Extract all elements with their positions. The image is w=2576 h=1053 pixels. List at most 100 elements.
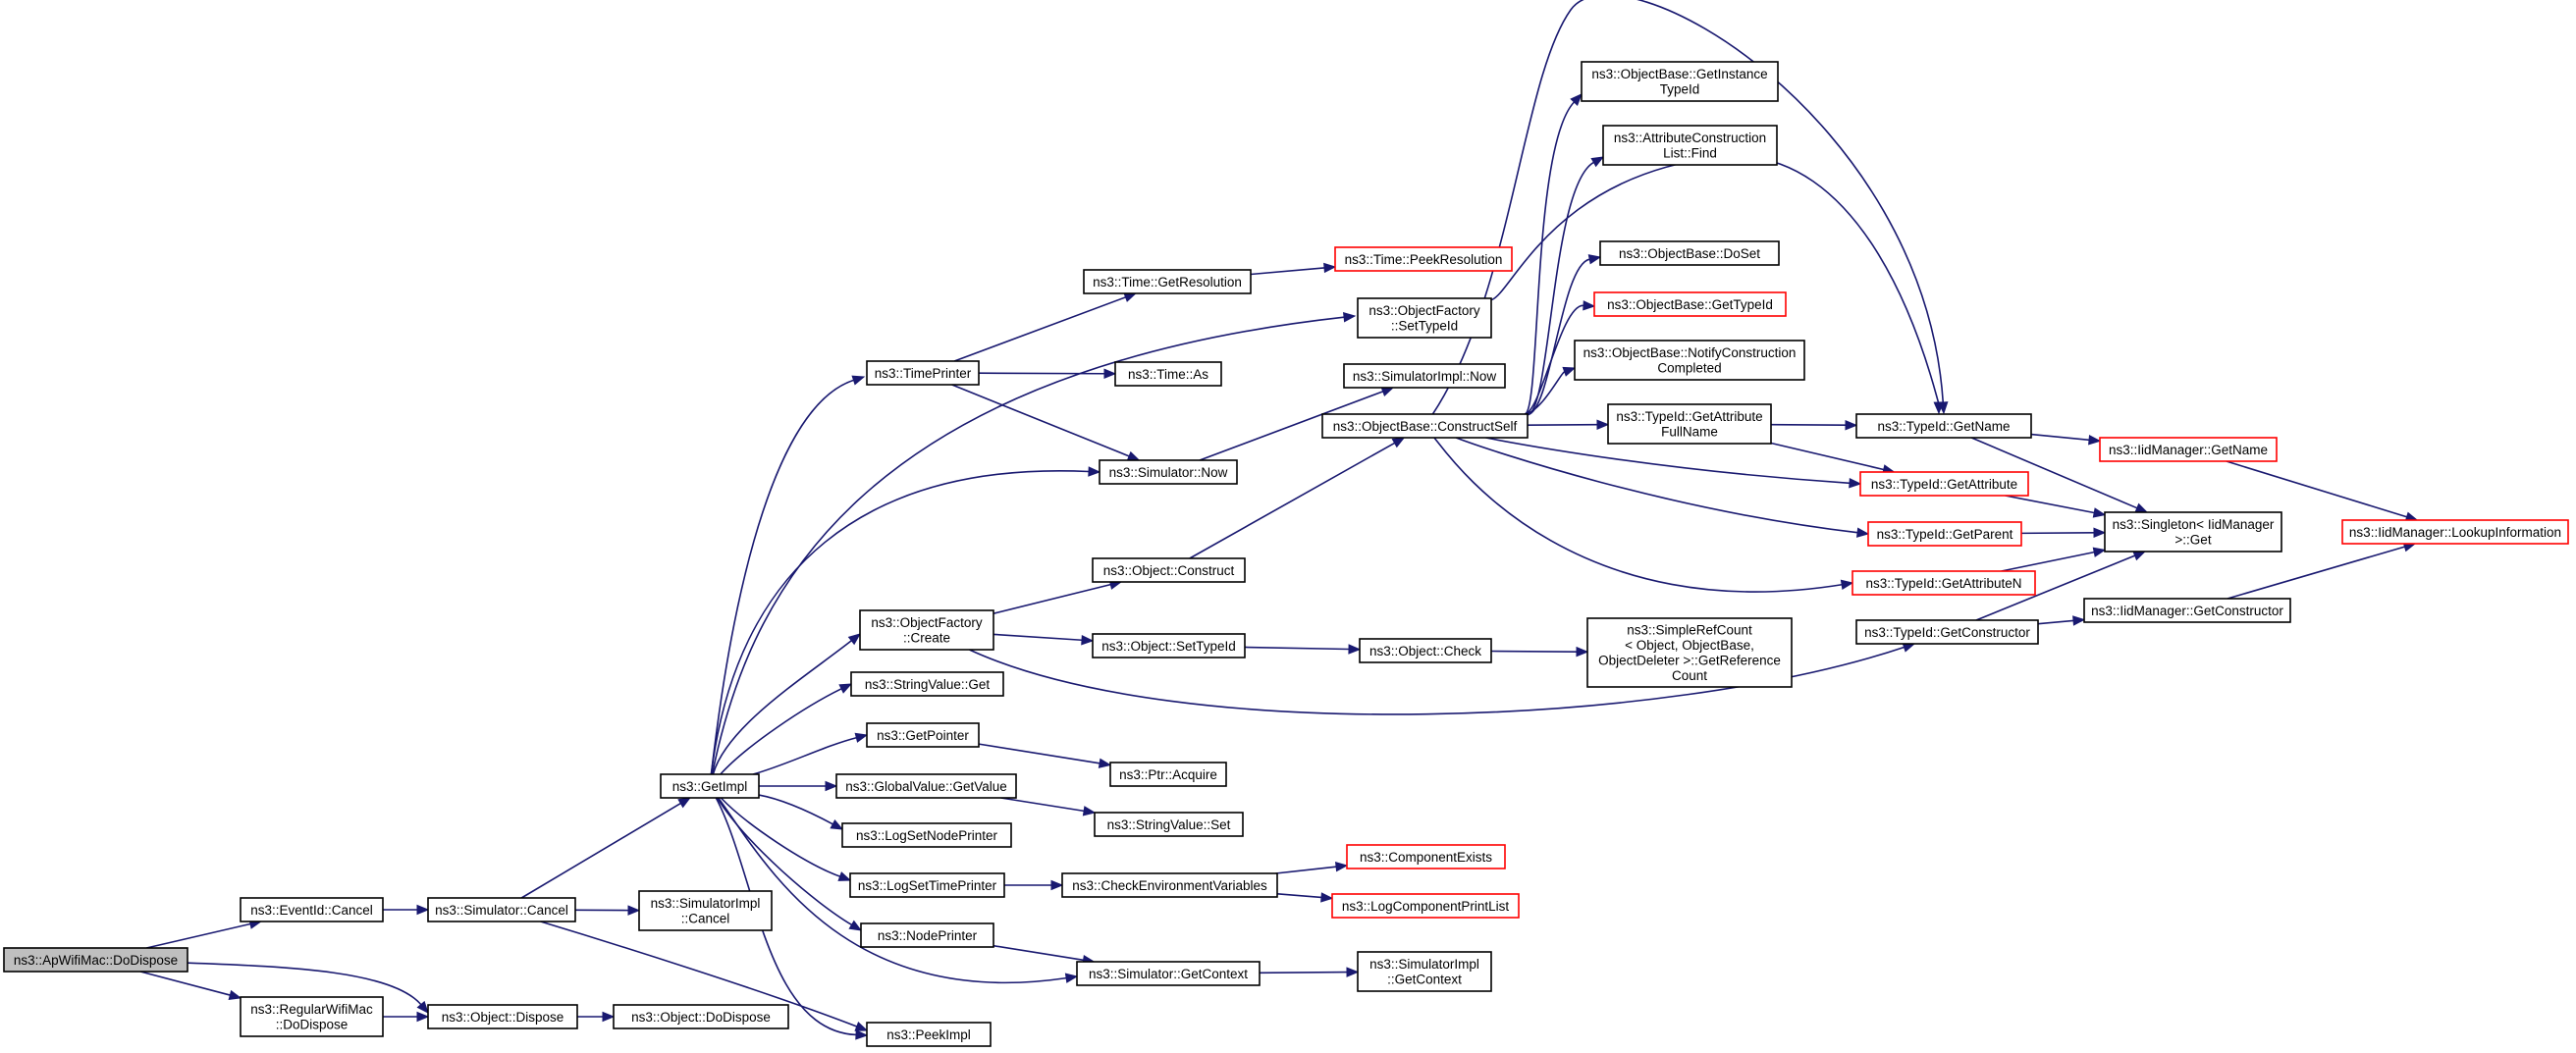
node-box (1092, 557, 1246, 583)
node-timeprinter[interactable]: ns3::TimePrinter (866, 360, 980, 386)
node-simplerefcount_getreferencecount[interactable]: ns3::SimpleRefCount< Object, ObjectBase,… (1586, 617, 1793, 688)
node-typeid_getname[interactable]: ns3::TypeId::GetName (1855, 413, 2032, 439)
edge-arrowhead (677, 797, 691, 809)
node-box (1083, 269, 1252, 294)
edge-objectfactory_create-to-object_construct (993, 579, 1123, 614)
edge-objectbase_constructself-to-typeid_getattribute (1485, 437, 1862, 489)
edge-object_dispose-to-object_dodispose (577, 1011, 616, 1023)
edge-simulator_cancel-to-peekimpl (540, 921, 869, 1031)
node-box (1357, 297, 1492, 339)
node-stringvalue_set[interactable]: ns3::StringValue::Set (1094, 812, 1244, 837)
edge-arrowhead (2072, 615, 2086, 626)
node-time_peekresolution[interactable]: ns3::Time::PeekResolution (1334, 246, 1513, 272)
node-iidmanager_lookupinformation[interactable]: ns3::IidManager::LookupInformation (2341, 519, 2569, 545)
node-eventid_cancel[interactable]: ns3::EventId::Cancel (240, 897, 384, 922)
edge-getimpl-to-simulator_now (710, 466, 1101, 775)
node-objectbase_doset[interactable]: ns3::ObjectBase::DoSet (1599, 240, 1780, 266)
edge-arrowhead (1391, 437, 1406, 448)
node-label: ns3::CheckEnvironmentVariables (1072, 878, 1267, 893)
node-stringvalue_get[interactable]: ns3::StringValue::Get (850, 671, 1004, 697)
edge-line (718, 797, 1067, 984)
edge-line (1199, 391, 1384, 461)
node-label: ns3::StringValue::Get (865, 677, 991, 692)
node-typeid_getattributen[interactable]: ns3::TypeId::GetAttributeN (1852, 570, 2036, 596)
node-box (1607, 403, 1772, 445)
node-typeid_getconstructor[interactable]: ns3::TypeId::GetConstructor (1855, 619, 2039, 645)
node-singleton_iidmanager_get[interactable]: ns3::Singleton< IidManager>::Get (2104, 511, 2282, 553)
node-simulator_now[interactable]: ns3::Simulator::Now (1099, 459, 1238, 485)
node-simulatorimpl_cancel[interactable]: ns3::SimulatorImpl::Cancel (638, 890, 773, 931)
node-globalvalue_getvalue[interactable]: ns3::GlobalValue::GetValue (835, 773, 1017, 799)
edge-line (1276, 893, 1322, 899)
node-peekimpl[interactable]: ns3::PeekImpl (866, 1022, 992, 1047)
node-logsettimeprinter[interactable]: ns3::LogSetTimePrinter (849, 872, 1005, 898)
node-label: ns3::Simulator::Cancel (435, 903, 568, 918)
edge-arrowhead (854, 732, 869, 743)
edge-simulator_cancel-to-simulatorimpl_cancel (574, 905, 641, 916)
node-label: ns3::ObjectFactory (871, 615, 983, 630)
node-regularwifimac_dodispose[interactable]: ns3::RegularWifiMac::DoDispose (240, 996, 384, 1037)
node-object_construct[interactable]: ns3::Object::Construct (1092, 557, 1246, 583)
node-box (1334, 246, 1513, 272)
edge-timeprinter-to-time_as (978, 368, 1117, 379)
edge-line (716, 797, 852, 926)
node-objectbase_notifyconstructioncompleted[interactable]: ns3::ObjectBase::NotifyConstructionCompl… (1574, 340, 1805, 381)
edge-eventid_cancel-to-simulator_cancel (383, 904, 430, 916)
node-objectfactory_settypeid[interactable]: ns3::ObjectFactory::SetTypeId (1357, 297, 1492, 339)
node-time_as[interactable]: ns3::Time::As (1114, 361, 1222, 387)
node-object_check[interactable]: ns3::Object::Check (1359, 638, 1492, 663)
edge-getimpl-to-objectfactory_settypeid (711, 312, 1357, 775)
node-box (638, 890, 773, 931)
node-getimpl[interactable]: ns3::GetImpl (660, 773, 760, 799)
edge-apwifimac_dodispose-to-eventid_cancel (146, 919, 263, 949)
edge-line (1433, 437, 1843, 593)
node-logsetnodeprinter[interactable]: ns3::LogSetNodePrinter (841, 822, 1012, 848)
node-simulator_getcontext[interactable]: ns3::Simulator::GetContext (1076, 961, 1261, 986)
node-box (240, 897, 384, 922)
node-simulator_cancel[interactable]: ns3::Simulator::Cancel (427, 897, 576, 922)
node-label: List::Find (1663, 146, 1717, 161)
edge-line (1770, 442, 1884, 471)
node-label: ns3::SimulatorImpl (1369, 957, 1479, 972)
node-typeid_getattribute[interactable]: ns3::TypeId::GetAttribute (1859, 471, 2029, 497)
node-iidmanager_getname[interactable]: ns3::IidManager::GetName (2099, 437, 2278, 462)
edge-line (1244, 646, 1350, 651)
node-label: ns3::Object::Dispose (442, 1010, 564, 1025)
node-checkenvironmentvariables[interactable]: ns3::CheckEnvironmentVariables (1061, 872, 1278, 898)
edge-timeprinter-to-simulator_now (951, 384, 1141, 461)
node-componentexists[interactable]: ns3::ComponentExists (1346, 844, 1506, 869)
edge-arrowhead (825, 780, 838, 792)
node-objectbase_gettypeid[interactable]: ns3::ObjectBase::GetTypeId (1593, 291, 1787, 317)
node-nodeprinter[interactable]: ns3::NodePrinter (860, 922, 994, 948)
edge-arrowhead (1082, 806, 1097, 816)
node-simulatorimpl_getcontext[interactable]: ns3::SimulatorImpl::GetContext (1357, 951, 1492, 992)
edge-arrowhead (1849, 478, 1862, 489)
node-object_dispose[interactable]: ns3::Object::Dispose (427, 1004, 578, 1029)
edge-line (758, 794, 833, 825)
node-ptr_acquire[interactable]: ns3::Ptr::Acquire (1109, 762, 1227, 787)
node-typeid_getparent[interactable]: ns3::TypeId::GetParent (1867, 521, 2022, 547)
node-simulatorimpl_now[interactable]: ns3::SimulatorImpl::Now (1343, 363, 1506, 389)
edge-line (1490, 650, 1578, 653)
node-object_settypeid[interactable]: ns3::Object::SetTypeId (1092, 633, 1246, 658)
node-objectbase_constructself[interactable]: ns3::ObjectBase::ConstructSelf (1321, 413, 1529, 439)
node-box (866, 722, 980, 748)
edge-arrowhead (1050, 879, 1064, 891)
node-objectfactory_create[interactable]: ns3::ObjectFactory::Create (859, 609, 994, 651)
node-label: Completed (1657, 361, 1721, 376)
node-box (1586, 617, 1793, 688)
node-label: ns3::IidManager::GetName (2109, 443, 2268, 457)
node-label: ns3::TypeId::GetConstructor (1864, 625, 2030, 640)
edge-arrowhead (848, 920, 863, 931)
edge-line (1970, 437, 2138, 509)
node-logcomponentprintlist[interactable]: ns3::LogComponentPrintList (1331, 893, 1520, 919)
node-iidmanager_getconstructor[interactable]: ns3::IidManager::GetConstructor (2083, 598, 2291, 623)
edge-arrowhead (2134, 502, 2149, 513)
node-getpointer[interactable]: ns3::GetPointer (866, 722, 980, 748)
node-object_dodispose[interactable]: ns3::Object::DoDispose (613, 1004, 789, 1029)
node-time_getresolution[interactable]: ns3::Time::GetResolution (1083, 269, 1252, 294)
